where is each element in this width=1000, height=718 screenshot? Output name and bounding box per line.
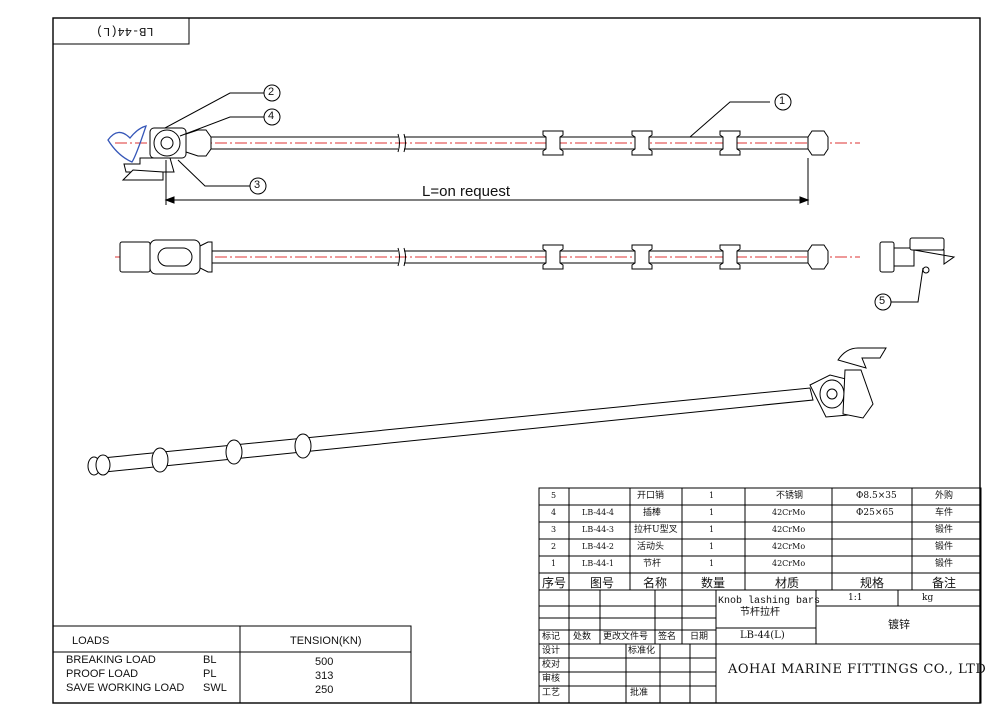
part-name: 插棒 — [643, 508, 662, 518]
company-name: AOHAI MARINE FITTINGS CO., LTD — [728, 662, 987, 677]
part-code: LB-44-1 — [582, 559, 615, 568]
header-remark: 备注 — [932, 576, 957, 590]
part-qty: 1 — [709, 508, 715, 517]
load-value: 500 — [315, 656, 334, 668]
header-qty: 数量 — [701, 576, 726, 590]
part-remark: 锻件 — [935, 525, 954, 535]
part-material: 42CrMo — [772, 508, 806, 517]
part-spec: Φ25×65 — [856, 508, 894, 518]
part-qty: 1 — [709, 491, 715, 500]
load-abbr: BL — [203, 654, 217, 666]
header-name: 名称 — [643, 576, 668, 590]
swing-position-outline — [107, 125, 147, 163]
part-material: 42CrMo — [772, 559, 806, 568]
surface-finish: 镀锌 — [888, 618, 910, 631]
isometric-view — [87, 347, 887, 476]
part-code: LB-44-3 — [582, 525, 615, 534]
balloon-circles — [249, 84, 892, 311]
drawing-number: LB-44(L) — [740, 630, 785, 641]
scale-value: 1:1 — [848, 593, 863, 603]
rev-header-mark: 标记 — [542, 631, 561, 641]
balloon-2: 2 — [268, 86, 275, 98]
load-name: SAVE WORKING LOAD — [66, 682, 185, 694]
part-name: 开口销 — [637, 491, 665, 501]
load-value: 250 — [315, 684, 334, 696]
load-abbr: SWL — [203, 682, 227, 694]
title-stamp-box — [52, 17, 190, 45]
balloon-1: 1 — [779, 95, 786, 107]
load-name: BREAKING LOAD — [66, 654, 156, 666]
length-dimension — [164, 158, 810, 205]
rev-header-sign: 签名 — [658, 631, 677, 641]
part-no: 1 — [551, 559, 557, 568]
part-material: 42CrMo — [772, 525, 806, 534]
load-name: PROOF LOAD — [66, 668, 139, 680]
header-material: 材质 — [775, 576, 800, 590]
loads-table-grid — [52, 625, 412, 704]
load-abbr: PL — [203, 668, 217, 680]
top-view — [115, 237, 956, 275]
part-material: 42CrMo — [772, 542, 806, 551]
rev-header-doc: 更改文件号 — [603, 631, 649, 641]
load-value: 313 — [315, 670, 334, 682]
header-no: 序号 — [542, 576, 567, 590]
role-review: 审核 — [542, 673, 561, 683]
part-remark: 车件 — [935, 508, 954, 518]
part-remark: 外购 — [935, 491, 954, 501]
part-code: LB-44-2 — [582, 542, 615, 551]
part-no: 3 — [551, 525, 557, 534]
title-stamp: LB-44(L) — [96, 24, 154, 38]
role-check: 校对 — [542, 659, 561, 669]
part-qty: 1 — [709, 542, 715, 551]
leader-lines — [164, 92, 924, 303]
side-view — [107, 125, 860, 181]
role-design: 设计 — [542, 645, 561, 655]
part-spec: Φ8.5×35 — [856, 491, 897, 501]
part-no: 5 — [551, 491, 557, 500]
role-process: 工艺 — [542, 687, 561, 697]
rev-header-count: 处数 — [573, 631, 592, 641]
balloon-3: 3 — [254, 179, 261, 191]
part-name: 活动头 — [637, 542, 665, 552]
header-spec: 规格 — [860, 576, 885, 590]
part-name: 拉杆U型叉 — [634, 525, 678, 535]
unit-value: kg — [922, 593, 934, 603]
part-qty: 1 — [709, 525, 715, 534]
product-name-en: Knob lashing bars — [718, 596, 821, 607]
part-remark: 锻件 — [935, 542, 954, 552]
length-dimension-label: L=on request — [422, 183, 510, 200]
header-code: 图号 — [590, 576, 615, 590]
loads-header: LOADS — [72, 635, 110, 647]
part-code: LB-44-4 — [582, 508, 615, 517]
label-approve: 批准 — [630, 687, 649, 697]
part-name: 节杆 — [643, 559, 662, 569]
balloon-5: 5 — [879, 295, 886, 307]
balloon-4: 4 — [268, 110, 275, 122]
title-block-grid — [538, 589, 982, 704]
sheet-border — [52, 17, 981, 704]
part-qty: 1 — [709, 559, 715, 568]
part-no: 2 — [551, 542, 557, 551]
part-material: 不锈钢 — [776, 491, 804, 501]
tension-header: TENSION(KN) — [290, 635, 362, 647]
parts-table-grid — [538, 487, 982, 591]
part-remark: 锻件 — [935, 559, 954, 569]
product-name-cn: 节杆拉杆 — [740, 607, 780, 618]
part-no: 4 — [551, 508, 557, 517]
label-standardize: 标准化 — [628, 645, 656, 655]
rev-header-date: 日期 — [690, 631, 709, 641]
